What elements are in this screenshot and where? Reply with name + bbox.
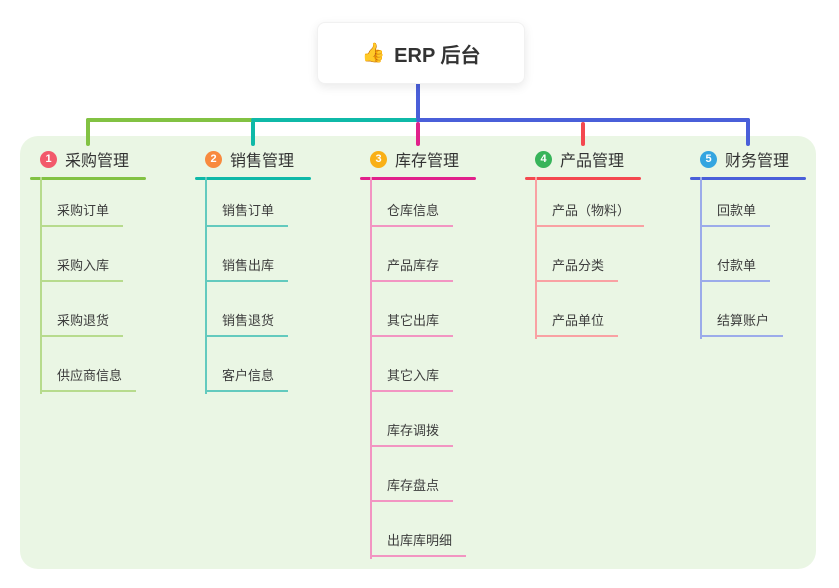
thumbs-up-icon: 👍: [361, 43, 386, 64]
branch-node-2[interactable]: 2 销售管理: [205, 148, 294, 170]
branch-underline: [525, 177, 641, 180]
branch-drop-line: [581, 122, 585, 146]
branch-node-4[interactable]: 4 产品管理: [535, 148, 624, 170]
branch-number-badge: 4: [535, 150, 552, 168]
child-node[interactable]: 付款单: [700, 256, 771, 282]
branch-drop-line: [86, 118, 90, 146]
child-node[interactable]: 产品单位: [535, 311, 619, 337]
branch-number-badge: 5: [700, 150, 717, 168]
branch-drop-line: [416, 122, 420, 146]
child-node[interactable]: 回款单: [700, 201, 771, 227]
children-connector-line: [370, 177, 372, 559]
branch-label: 财务管理: [725, 153, 790, 170]
child-node[interactable]: 产品分类: [535, 256, 619, 282]
child-node[interactable]: 仓库信息: [370, 201, 454, 227]
branch-label: 库存管理: [395, 153, 460, 170]
root-title: ERP 后台: [394, 44, 481, 67]
branches-panel: [20, 136, 816, 569]
trunk-segment: [86, 118, 253, 122]
child-node[interactable]: 销售出库: [205, 256, 289, 282]
branch-number-badge: 3: [370, 150, 387, 168]
child-node[interactable]: 采购订单: [40, 201, 124, 227]
branch-node-1[interactable]: 1 采购管理: [40, 148, 129, 170]
branch-node-5[interactable]: 5 财务管理: [700, 148, 789, 170]
children-connector-line: [700, 177, 702, 339]
child-node[interactable]: 库存盘点: [370, 476, 454, 502]
trunk-segment: [251, 118, 418, 122]
child-node[interactable]: 采购入库: [40, 256, 124, 282]
child-node[interactable]: 销售订单: [205, 201, 289, 227]
child-node[interactable]: 销售退货: [205, 311, 289, 337]
children-connector-line: [205, 177, 207, 394]
root-node[interactable]: 👍 ERP 后台: [317, 22, 525, 84]
branch-underline: [690, 177, 806, 180]
children-connector-line: [535, 177, 537, 339]
child-node[interactable]: 出库库明细: [370, 531, 467, 557]
child-node[interactable]: 供应商信息: [40, 366, 137, 392]
child-node[interactable]: 客户信息: [205, 366, 289, 392]
child-node[interactable]: 产品（物料）: [535, 201, 645, 227]
branch-label: 产品管理: [560, 153, 625, 170]
branch-number-badge: 2: [205, 150, 222, 168]
child-node[interactable]: 采购退货: [40, 311, 124, 337]
children-connector-line: [40, 177, 42, 394]
branch-node-3[interactable]: 3 库存管理: [370, 148, 459, 170]
root-connector-line: [416, 81, 420, 122]
child-node[interactable]: 产品库存: [370, 256, 454, 282]
branch-underline: [360, 177, 476, 180]
child-node[interactable]: 其它入库: [370, 366, 454, 392]
branch-drop-line: [251, 118, 255, 146]
trunk-segment: [416, 118, 750, 122]
branch-label: 销售管理: [230, 153, 295, 170]
child-node[interactable]: 结算账户: [700, 311, 784, 337]
branch-number-badge: 1: [40, 150, 57, 168]
branch-label: 采购管理: [65, 153, 130, 170]
branch-underline: [30, 177, 146, 180]
branch-drop-line: [746, 118, 750, 146]
child-node[interactable]: 库存调拨: [370, 421, 454, 447]
child-node[interactable]: 其它出库: [370, 311, 454, 337]
branch-underline: [195, 177, 311, 180]
